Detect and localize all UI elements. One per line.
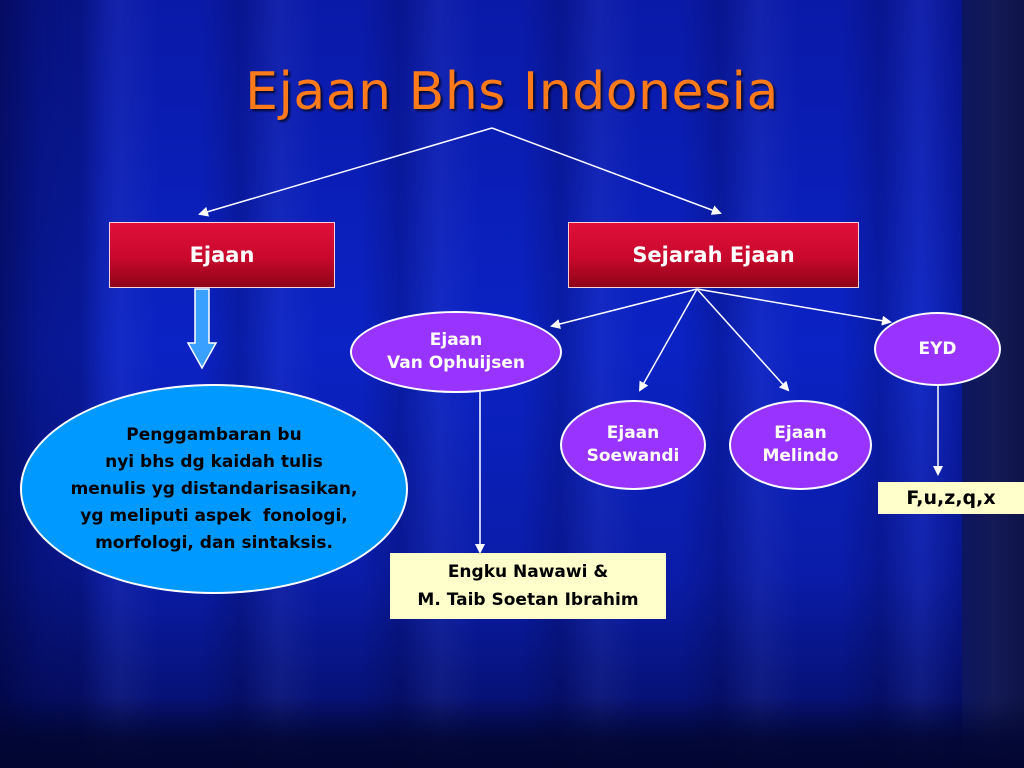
- connector-title-ejaan: [198, 127, 493, 217]
- node-fuzqx-label: F,u,z,q,x: [906, 487, 996, 509]
- node-van-ophuijsen: Ejaan Van Ophuijsen: [350, 311, 562, 393]
- right-curtain-panel: [962, 0, 1024, 768]
- node-nawawi-line2: M. Taib Soetan Ibrahim: [417, 590, 639, 610]
- node-soewandi: Ejaan Soewandi: [560, 400, 706, 490]
- node-definition: Penggambaran bu nyi bhs dg kaidah tulis …: [20, 384, 408, 594]
- node-soewandi-line1: Ejaan: [606, 423, 660, 443]
- definition-line1: Penggambaran bu: [126, 424, 302, 445]
- connector-title-sejarah: [491, 127, 722, 215]
- node-van-ophuijsen-line1: Ejaan: [429, 330, 483, 350]
- definition-line3: menulis yg distandarisasikan,: [70, 478, 358, 499]
- definition-line2: nyi bhs dg kaidah tulis: [105, 451, 323, 472]
- node-van-ophuijsen-line2: Van Ophuijsen: [387, 353, 525, 373]
- node-sejarah-label: Sejarah Ejaan: [632, 243, 795, 267]
- connector-sejarah-eyd: [696, 288, 892, 326]
- connector-sejarah-soewandi: [639, 288, 698, 392]
- connector-sejarah-vanophuijsen: [550, 288, 698, 329]
- node-eyd: EYD: [874, 312, 1001, 386]
- node-sejarah-ejaan: Sejarah Ejaan: [568, 222, 859, 288]
- node-eyd-label: EYD: [918, 338, 957, 359]
- node-ejaan: Ejaan: [109, 222, 335, 288]
- definition-line4: yg meliputi aspek fonologi,: [80, 505, 348, 526]
- node-melindo-line1: Ejaan: [774, 423, 827, 443]
- node-melindo: Ejaan Melindo: [729, 400, 872, 490]
- bottom-curtain-fringe: [0, 698, 1024, 768]
- node-fuzqx: F,u,z,q,x: [878, 482, 1024, 514]
- connector-sejarah-melindo: [696, 288, 790, 392]
- node-nawawi: Engku Nawawi & M. Taib Soetan Ibrahim: [390, 553, 666, 619]
- node-soewandi-line2: Soewandi: [586, 446, 680, 466]
- node-ejaan-label: Ejaan: [189, 243, 255, 267]
- definition-line5: morfologi, dan sintaksis.: [95, 532, 333, 553]
- page-title: Ejaan Bhs Indonesia: [245, 62, 779, 122]
- node-melindo-line2: Melindo: [762, 446, 839, 466]
- node-nawawi-line1: Engku Nawawi &: [447, 562, 609, 582]
- down-arrow-icon: [186, 288, 218, 370]
